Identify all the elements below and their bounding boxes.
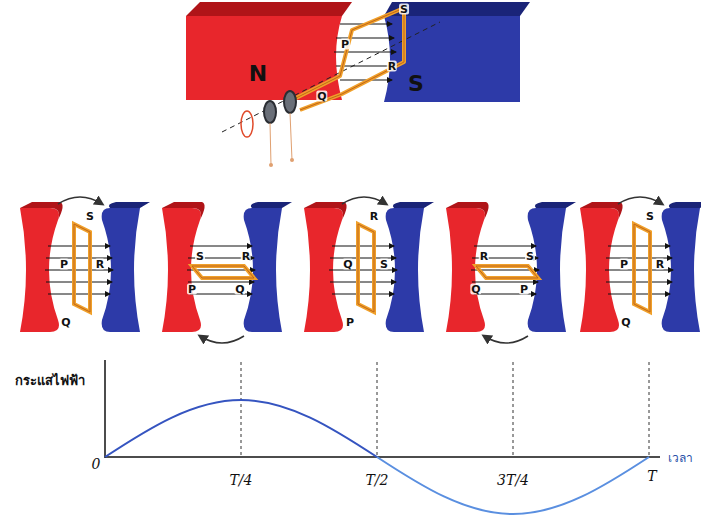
axis-title: กระแสไฟฟ้า: [15, 374, 85, 387]
axis-title: เวลา: [668, 452, 693, 464]
time-tick: 3T/4: [497, 473, 529, 487]
coil-label: Q: [620, 317, 631, 328]
coil-label: R: [479, 251, 489, 262]
pole-label: S: [408, 73, 424, 95]
coil-label: S: [525, 251, 535, 262]
time-tick: T: [647, 469, 656, 483]
coil-label: P: [619, 259, 629, 270]
time-tick: 0: [92, 457, 101, 471]
coil-label: P: [345, 317, 355, 328]
pole-label: N: [249, 63, 267, 85]
coil-label: S: [399, 4, 409, 15]
coil-label: Q: [234, 284, 245, 295]
coil-label: R: [369, 211, 379, 222]
coil-label: R: [241, 251, 251, 262]
time-tick: T/2: [366, 473, 389, 487]
coil-label: P: [340, 39, 350, 50]
coil-label: Q: [470, 284, 481, 295]
coil-label: S: [195, 251, 205, 262]
coil-label: Q: [342, 259, 353, 270]
coil-label: R: [95, 259, 105, 270]
coil-label: Q: [60, 317, 71, 328]
coil-label: P: [519, 284, 529, 295]
coil-label: S: [85, 211, 95, 222]
coil-label: P: [59, 259, 69, 270]
coil-label: R: [387, 61, 397, 72]
coil-label: P: [187, 284, 197, 295]
coil-label: Q: [316, 91, 327, 102]
time-tick: T/4: [230, 473, 253, 487]
coil-label: S: [645, 211, 655, 222]
coil-label: R: [655, 259, 665, 270]
coil-label: S: [379, 259, 389, 270]
